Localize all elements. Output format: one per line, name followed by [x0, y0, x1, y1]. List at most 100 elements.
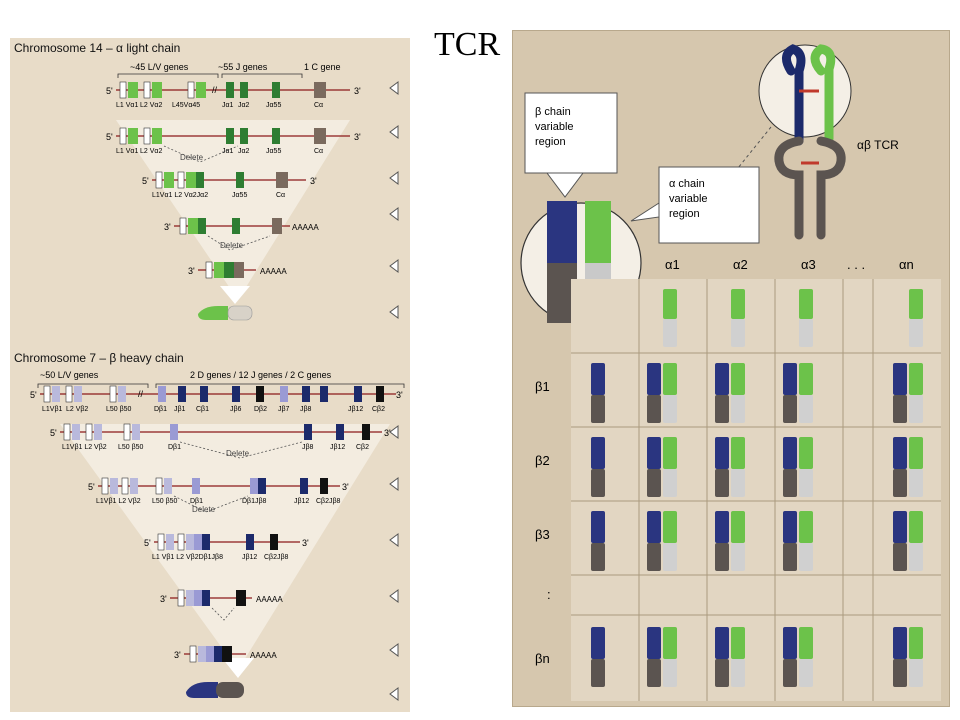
beta-chain-variable	[893, 627, 907, 659]
svg-text:L1Vβ1 L2 Vβ2: L1Vβ1 L2 Vβ2	[62, 444, 107, 451]
beta-chain-variable	[783, 511, 797, 543]
svg-text:L50 β50: L50 β50	[118, 444, 144, 451]
beta-chain-constant	[591, 469, 605, 497]
svg-text:Dβ1: Dβ1	[168, 444, 181, 451]
svg-text:Jβ12: Jβ12	[294, 498, 309, 505]
svg-text:Cβ2: Cβ2	[356, 444, 369, 451]
svg-text:L1Vβ1 L2 Vβ2: L1Vβ1 L2 Vβ2	[96, 498, 141, 505]
svg-text:AAAAA: AAAAA	[256, 595, 283, 604]
chr7-row2: 5' 3' L1Vβ1 L2 Vβ2 L50 β50 Dβ1 Jβ8 Jβ12 …	[50, 423, 391, 459]
alpha-chain-constant	[909, 469, 923, 497]
svg-text:AAAAA: AAAAA	[250, 651, 277, 660]
svg-text:3': 3'	[164, 222, 171, 232]
svg-text:3': 3'	[160, 594, 167, 604]
chr14-bracket-lv	[117, 73, 219, 78]
svg-text:AAAAA: AAAAA	[292, 223, 319, 232]
chr7-title: Chromosome 7 – β heavy chain	[14, 351, 184, 365]
page-arrows	[389, 81, 399, 701]
beta-row-headers: β1 β2 β3 : βn	[535, 379, 551, 666]
beta-chain-variable	[715, 437, 729, 469]
beta-chain-constant	[893, 469, 907, 497]
beta-chain-variable	[591, 363, 605, 395]
svg-text:Delete: Delete	[220, 241, 244, 250]
chr7-row4: 5' 3' L1 Vβ1 L2 Vβ2Dβ1Jβ8 Jβ12 Cβ2Jβ8	[144, 533, 309, 561]
svg-text:L2 Vβ2: L2 Vβ2	[66, 406, 88, 413]
alpha-chain-protein	[198, 305, 253, 321]
alpha-chain-variable	[909, 289, 923, 319]
alpha-chain-variable	[731, 511, 745, 543]
row-header: β3	[535, 527, 550, 542]
alpha-chain-constant	[909, 395, 923, 423]
svg-text:L1 Vα1: L1 Vα1	[116, 102, 138, 109]
chr7-group-lv: ~50 L/V genes	[40, 370, 99, 380]
svg-text:Jα1: Jα1	[222, 102, 234, 109]
beta-chain-constant	[893, 543, 907, 571]
beta-chain-variable	[715, 627, 729, 659]
alpha-chain-variable	[909, 627, 923, 659]
col-header: α3	[801, 257, 816, 272]
svg-text:5': 5'	[30, 390, 37, 400]
alpha-chain-variable	[731, 437, 745, 469]
alpha-chain-variable	[909, 511, 923, 543]
beta-chain-constant	[783, 395, 797, 423]
beta-chain-constant	[591, 659, 605, 687]
col-header: . . .	[847, 257, 865, 272]
chr7-row3: 5' 3' L1Vβ1 L2 Vβ2 L50 β50 Dβ1 Dβ1Jβ8 Jβ…	[88, 477, 349, 514]
page-title: TCR	[434, 26, 501, 63]
svg-text:Cβ2Jβ8: Cβ2Jβ8	[264, 554, 289, 561]
svg-text:L50 β50: L50 β50	[106, 406, 132, 413]
beta-chain-variable	[591, 627, 605, 659]
svg-text:Dβ1: Dβ1	[190, 498, 203, 505]
beta-chain-constant	[783, 659, 797, 687]
beta-chain-variable	[647, 437, 661, 469]
alpha-chain-variable	[663, 627, 677, 659]
alpha-chain-constant	[731, 319, 745, 347]
beta-chain-variable	[647, 363, 661, 395]
svg-text:5': 5'	[106, 86, 113, 96]
svg-text:Delete: Delete	[192, 505, 216, 514]
beta-chain-variable	[715, 511, 729, 543]
alpha-chain-variable	[909, 363, 923, 395]
svg-text:Jα55: Jα55	[232, 192, 247, 199]
svg-text:3': 3'	[396, 390, 403, 400]
svg-text:3': 3'	[188, 266, 195, 276]
svg-text:3': 3'	[310, 176, 317, 186]
svg-text:Jα2: Jα2	[238, 148, 250, 155]
svg-text:Jβ12: Jβ12	[348, 406, 363, 413]
beta-chain-constant	[893, 659, 907, 687]
row-header: :	[547, 587, 551, 602]
chr7-row5: 3' AAAAA	[160, 589, 283, 621]
row-header: β2	[535, 453, 550, 468]
svg-text:Jα1: Jα1	[222, 148, 234, 155]
beta-chain-constant	[715, 659, 729, 687]
svg-text:Jα55: Jα55	[266, 102, 281, 109]
svg-text:3': 3'	[174, 650, 181, 660]
svg-text:L1Vβ1: L1Vβ1	[42, 406, 62, 413]
alpha-chain-variable	[663, 289, 677, 319]
alpha-chain-variable	[663, 437, 677, 469]
svg-text:Jβ8: Jβ8	[300, 406, 312, 413]
chr14-title: Chromosome 14 – α light chain	[14, 41, 180, 55]
beta-chain-variable	[715, 363, 729, 395]
svg-text:Delete: Delete	[180, 153, 204, 162]
chr14-row2: 5' 3' L1 Vα1 L2 Vα2 Jα1 Jα2 Jα55 Cα Dele…	[106, 127, 361, 163]
beta-chain-constant	[647, 543, 661, 571]
alpha-chain-constant	[663, 395, 677, 423]
svg-text:Cα: Cα	[276, 192, 285, 199]
svg-text:Dβ1: Dβ1	[154, 406, 167, 413]
tcr-structure: αβ TCR	[758, 44, 899, 240]
beta-chain-variable	[893, 363, 907, 395]
svg-text:Cα: Cα	[314, 148, 323, 155]
svg-text:Jα2: Jα2	[238, 102, 250, 109]
svg-text://: //	[138, 389, 144, 399]
svg-text:L2 Vα2: L2 Vα2	[140, 148, 162, 155]
chr7-bracket-djc	[155, 383, 405, 388]
svg-text:Jβ6: Jβ6	[230, 406, 242, 413]
svg-text:L45Vα45: L45Vα45	[172, 102, 200, 109]
svg-text:Cβ1: Cβ1	[196, 406, 209, 413]
alpha-chain-variable	[731, 627, 745, 659]
alpha-chain-constant	[909, 659, 923, 687]
